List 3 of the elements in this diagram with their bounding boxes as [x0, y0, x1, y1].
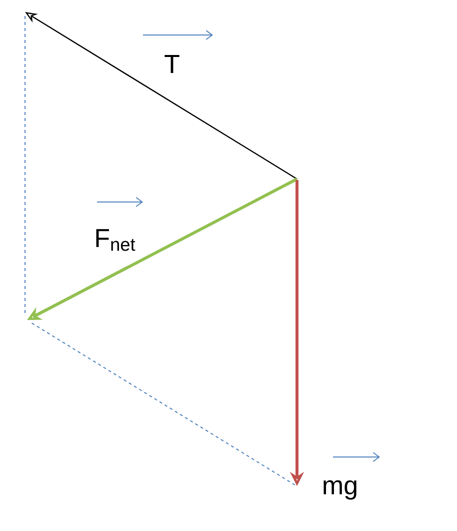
force-label: F$_{net}$: [96, 229, 136, 251]
force-label: mg: [324, 480, 356, 500]
force-label: T: [164, 55, 180, 73]
